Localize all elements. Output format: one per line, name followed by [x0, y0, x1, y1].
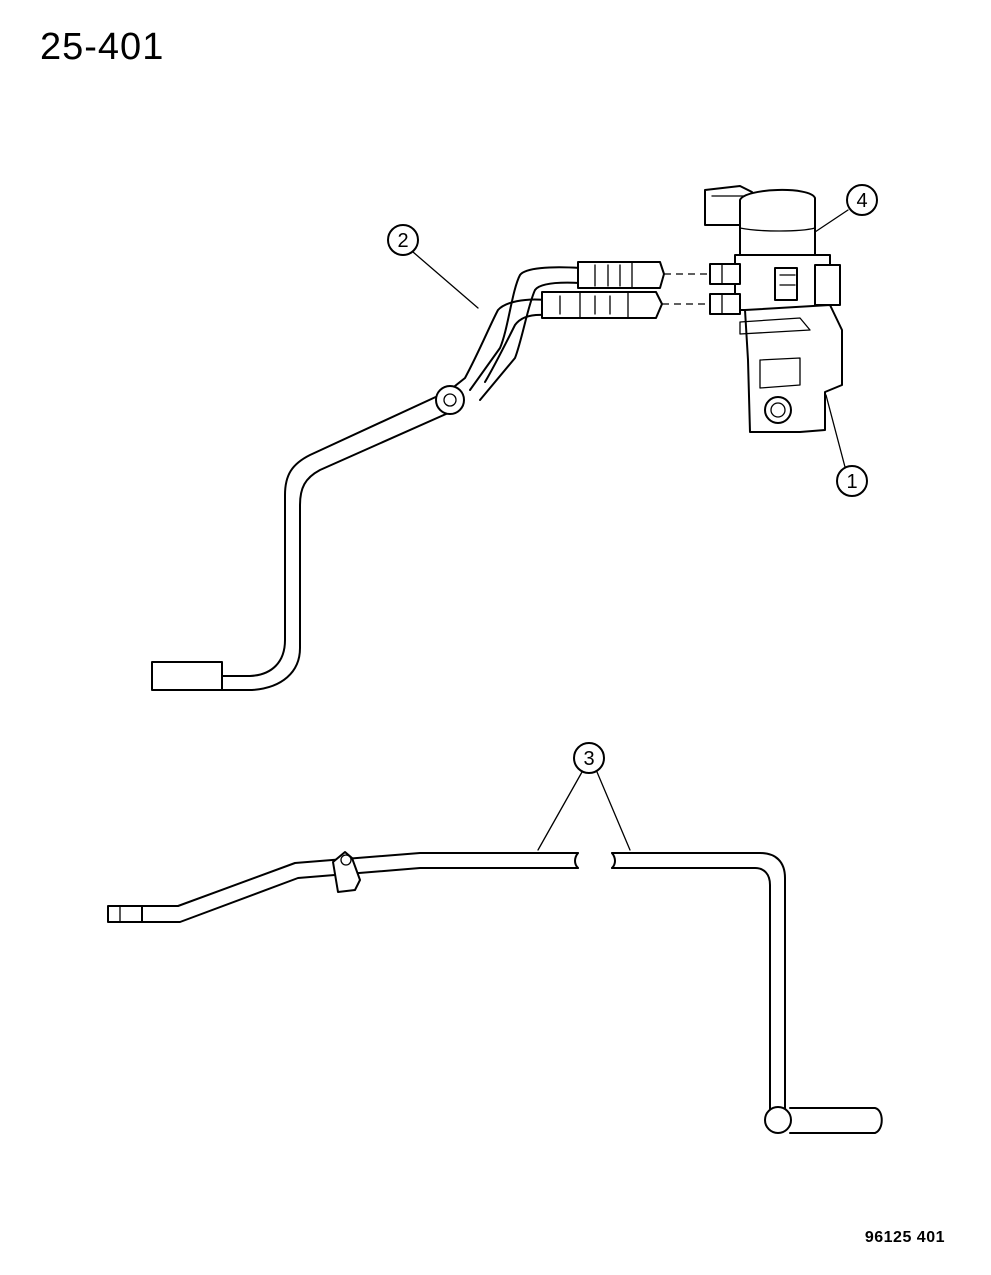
page-number: 25-401 [40, 26, 165, 68]
callout-3-label: 3 [583, 748, 594, 770]
callout-2: 2 [387, 224, 479, 309]
callout-4: 4 [814, 184, 878, 233]
mounting-bracket [739, 304, 843, 433]
callout-1-label: 1 [846, 471, 857, 493]
callout-1: 1 [825, 394, 868, 497]
vapor-tube [107, 851, 883, 1134]
purge-solenoid [704, 185, 841, 315]
callout-4-label: 4 [856, 190, 867, 212]
figure-code: 96125 401 [864, 1229, 945, 1246]
callout-2-label: 2 [397, 230, 408, 252]
callout-3: 3 [537, 742, 631, 851]
vapor-hose-assembly [151, 261, 712, 691]
